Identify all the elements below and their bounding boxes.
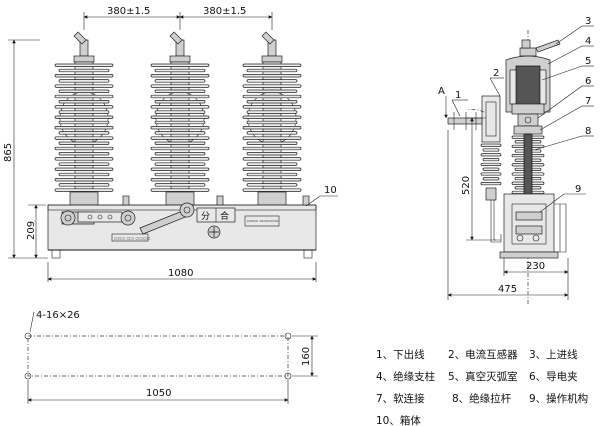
dim-520: 520	[461, 176, 472, 195]
dim-1050: 1050	[146, 388, 171, 399]
side-part-label: 3	[585, 16, 591, 27]
side-part-label: 4	[585, 36, 591, 47]
panel-open-label: 分	[201, 211, 210, 222]
dim-230: 230	[526, 261, 545, 272]
svg-text:▭▭▭ ▭▭▭▭▭: ▭▭▭ ▭▭▭▭▭	[247, 218, 279, 223]
dim-width: 1080	[168, 268, 193, 279]
side-part-label: 5	[585, 56, 591, 67]
legend: 1、下出线 2、电流互感器 3、上进线 4、绝缘支柱 5、真空灭弧室 6、导电夹…	[376, 348, 588, 426]
label-10: 10	[324, 185, 337, 196]
front-view: 380±1.5 380±1.5 865 209 ▭▭▭ ▭▭ ▭▭▭	[3, 6, 338, 282]
letter-a: A	[438, 86, 445, 97]
legend-item-8: 8、绝缘拉杆	[452, 392, 512, 405]
legend-item-3: 3、上进线	[529, 348, 578, 361]
ct-shed	[480, 182, 502, 186]
ct-shed	[480, 172, 502, 176]
side-part-label: 1	[455, 90, 461, 101]
side-part-label: 9	[575, 184, 581, 195]
ct-shed	[482, 158, 500, 162]
ct-shed	[482, 177, 500, 181]
side-part-label: 7	[585, 96, 591, 107]
side-view: A 3 4 5 2 6 1 7 8 9 520	[438, 16, 594, 304]
legend-item-1: 1、下出线	[376, 348, 425, 361]
insulator-column	[150, 31, 210, 206]
dim-475: 475	[498, 284, 517, 295]
dim-top-right: 380±1.5	[203, 6, 246, 17]
side-part-label: 2	[493, 68, 499, 79]
legend-item-6: 6、导电夹	[529, 370, 578, 383]
legend-item-4: 4、绝缘支柱	[376, 370, 436, 383]
legend-item-5: 5、真空灭弧室	[448, 370, 518, 383]
base-view: 4-16×26 160 1050	[24, 310, 318, 404]
legend-item-9: 9、操作机构	[529, 392, 588, 405]
ct-shed	[482, 167, 500, 171]
ct-shed	[480, 153, 502, 157]
insulator-column	[54, 31, 114, 206]
legend-item-7: 7、软连接	[376, 392, 425, 405]
ct-shed	[482, 148, 500, 152]
svg-text:▭▭▭ ▭▭ ▭▭▭▭: ▭▭▭ ▭▭ ▭▭▭▭	[114, 236, 151, 241]
side-part-label: 6	[585, 76, 591, 87]
dim-base-height: 209	[26, 221, 37, 240]
legend-item-10: 10、箱体	[376, 414, 421, 426]
panel-close-label: 合	[220, 210, 229, 222]
legend-item-2: 2、电流互感器	[448, 348, 518, 361]
dim-top-left: 380±1.5	[107, 6, 150, 17]
dim-height: 865	[3, 143, 14, 162]
hole-label: 4-16×26	[36, 310, 80, 321]
insulator-columns	[54, 31, 302, 206]
dim-160: 160	[301, 347, 312, 366]
insulator-column	[242, 31, 302, 206]
side-part-label: 8	[585, 126, 591, 137]
ct-shed	[480, 143, 502, 147]
ct-shed	[480, 162, 502, 166]
